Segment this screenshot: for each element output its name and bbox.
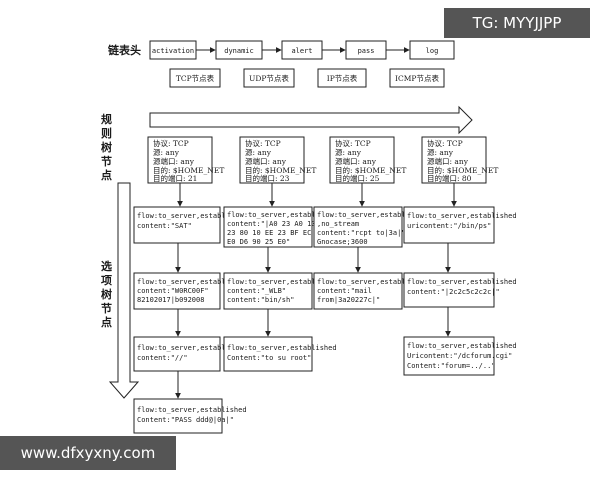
protocol-table-ip (317, 68, 367, 88)
rule-node-23 (239, 136, 305, 184)
option-tree-label-4: 点 (101, 315, 112, 329)
option-node-line: flow:to_server,established (137, 344, 247, 352)
option-node-line: Content:"to su root" (227, 354, 311, 362)
option-node-line: content:"W0RC00F" (137, 287, 209, 295)
rule-node-line: 目的端口: 80 (427, 173, 472, 183)
option-node-r4-c1 (133, 398, 223, 434)
option-node-line: content:"//" (137, 354, 188, 362)
telegram-watermark: TG: MYYJJPP (444, 8, 590, 38)
rule-node-line: 源: any (153, 148, 180, 157)
rule-node-line: 目的: $HOME_NET (245, 165, 316, 175)
option-tree-label-1: 项 (101, 274, 112, 287)
chain-node-label: alert (291, 47, 312, 55)
option-node-line: content:"mail (317, 287, 372, 295)
option-node-line: Content:"forum=../.." (407, 362, 496, 370)
rule-tree-label-3: 节 (101, 154, 112, 168)
option-node-line: from|3a20227c|" (317, 296, 380, 304)
option-node-line: Content:"PASS ddd@|0a|" (137, 416, 234, 424)
option-node-line: content:"SAT" (137, 222, 192, 230)
option-node-line: uricontent:"/bin/ps" (407, 222, 491, 230)
option-node-r2-c3 (313, 272, 403, 310)
rule-node-line: 目的: $HOME_NET (153, 165, 224, 175)
rule-node-line: 源端口: any (245, 156, 287, 166)
chain-node-label: activation (152, 47, 194, 55)
rule-node-line: 协议: TCP (245, 138, 281, 148)
protocol-table-label: UDP节点表 (249, 73, 289, 83)
option-node-r1-c4 (403, 206, 495, 244)
option-node-line: flow:to_server,established (407, 278, 517, 286)
option-tree-label-2: 树 (101, 287, 112, 301)
rule-node-line: 协议: TCP (153, 138, 189, 148)
option-node-r1-c1 (133, 206, 221, 244)
option-node-line: content:"_WLB" (227, 287, 286, 295)
rule-node-line: 目的: $HOME_NET (335, 165, 406, 175)
option-node-line: flow:to_server,established (227, 278, 337, 286)
option-node-line: flow:to_server,established (227, 211, 337, 219)
option-node-r1-c3 (313, 206, 403, 248)
option-node-r2-c2 (223, 272, 313, 310)
option-tree-label-3: 节 (101, 301, 112, 315)
option-node-line: Gnocase;3600 (317, 238, 368, 246)
website-watermark: www.dfxyxny.com (0, 436, 176, 470)
rule-node-line: 目的端口: 21 (153, 173, 197, 183)
rule-direction-arrow (149, 105, 473, 135)
option-node-line: E0 D6 90 25 E0" (227, 238, 290, 246)
protocol-table-tcp (169, 68, 221, 88)
option-node-line: 23 80 10 EE 23 BF EC 82 05 (227, 229, 337, 237)
option-node-r3-c1 (133, 336, 221, 372)
rule-node-line: 源端口: any (153, 156, 195, 166)
rule-node-line: 协议: TCP (335, 138, 371, 148)
option-node-line: content:"bin/sh" (227, 296, 294, 304)
rule-node-line: 源: any (427, 148, 454, 157)
option-direction-arrow (108, 182, 140, 399)
chain-node-label: pass (358, 47, 375, 55)
option-node-line: flow:to_server,established (407, 342, 517, 350)
option-node-line: flow:to_server,established (137, 406, 247, 414)
option-node-line: Uricontent:"/dcforum.cgi" (407, 352, 512, 360)
rule-node-line: 目的端口: 23 (245, 173, 290, 183)
rule-node-line: 目的端口: 25 (335, 173, 380, 183)
rule-tree-label-1: 则 (101, 127, 112, 140)
option-node-r2-c1 (133, 272, 221, 310)
rule-node-line: 源: any (245, 148, 272, 157)
protocol-table-label: TCP节点表 (176, 73, 215, 83)
rule-node-line: 目的: $HOME_NET (427, 165, 498, 175)
rule-node-line: 源端口: any (427, 156, 469, 166)
option-node-line: flow:to_server,established (317, 278, 427, 286)
rule-node-line: 协议: TCP (427, 138, 463, 148)
chain-node-log (409, 40, 455, 60)
option-tree-label-0: 选 (101, 259, 112, 273)
option-node-line: content:"|2c2c5c2c2c|" (407, 288, 500, 296)
rule-node-line: 源: any (335, 148, 362, 157)
protocol-table-udp (243, 68, 295, 88)
rule-node-line: 源端口: any (335, 156, 377, 166)
chain-node-label: log (426, 47, 439, 55)
chain-node-label: dynamic (224, 47, 254, 55)
rule-tree-label-4: 点 (101, 168, 112, 182)
protocol-table-label: ICMP节点表 (395, 73, 439, 83)
option-node-line: flow:to_server,established (137, 212, 247, 220)
protocol-table-label: IP节点表 (327, 73, 358, 83)
option-node-line: flow:to_server,established (137, 278, 247, 286)
option-node-line: content:"rcpt to|3a|" (317, 229, 406, 237)
option-node-line: content:"|A0 23 A0 10 AE (227, 220, 328, 228)
rule-tree-label-0: 规 (101, 112, 112, 126)
protocol-table-icmp (389, 68, 445, 88)
option-node-line: flow:to_server,established (317, 211, 427, 219)
rule-tree-label-2: 树 (101, 140, 112, 154)
option-node-r3-c2 (223, 336, 313, 372)
option-node-r2-c4 (403, 272, 495, 308)
option-node-line: ,no_stream (317, 220, 359, 228)
option-node-line: flow:to_server,established (407, 212, 517, 220)
option-node-r1-c2 (223, 206, 313, 248)
option-node-line: flow:to_server,established (227, 344, 337, 352)
option-node-r3-c4 (403, 336, 495, 376)
option-node-line: 82102017|b092008 (137, 296, 204, 304)
chain-head-label: 链表头 (108, 43, 141, 57)
